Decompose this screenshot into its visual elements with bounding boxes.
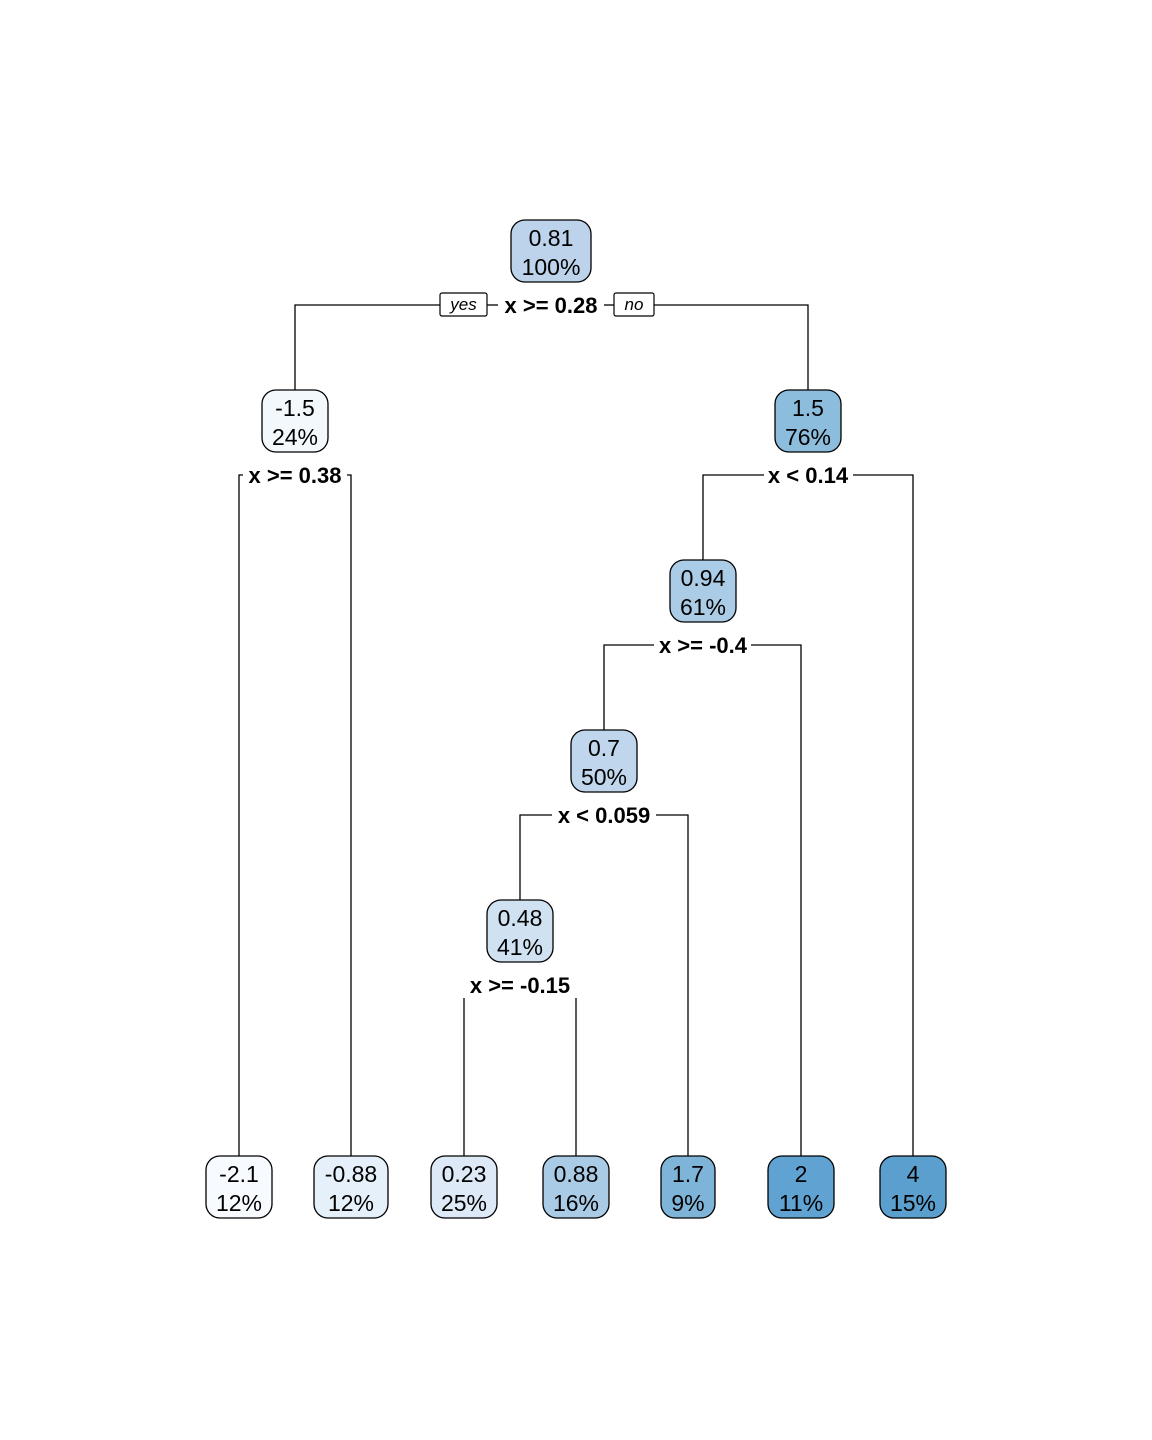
node-box bbox=[774, 389, 842, 453]
node-value: -0.88 bbox=[325, 1161, 377, 1187]
tree-node-l5: 1.79% bbox=[660, 1155, 716, 1219]
tree-edges bbox=[238, 304, 914, 1156]
node-percent: 16% bbox=[553, 1190, 599, 1216]
tree-node-n12: 0.750% bbox=[570, 729, 638, 793]
node-percent: 25% bbox=[441, 1190, 487, 1216]
node-value: -1.5 bbox=[275, 395, 315, 421]
split-rule-root: x >= 0.28 bbox=[505, 293, 598, 318]
node-percent: 11% bbox=[779, 1190, 823, 1216]
node-percent: 12% bbox=[328, 1190, 374, 1216]
tree-node-l2: -0.88 12% bbox=[313, 1155, 389, 1219]
tree-node-l3: 0.23 25% bbox=[430, 1155, 498, 1219]
no-tag: no bbox=[613, 292, 655, 317]
edge-094-to-07 bbox=[603, 644, 654, 730]
edge-root-to-right bbox=[654, 304, 809, 390]
node-value: -2.1 bbox=[219, 1161, 259, 1187]
edge-neg15-to-leaf-neg21 bbox=[238, 474, 243, 1156]
tree-node-n24: 0.48 41% bbox=[486, 899, 554, 963]
node-box bbox=[430, 1155, 498, 1219]
node-value: 1.5 bbox=[792, 395, 824, 421]
node-percent: 9% bbox=[671, 1190, 704, 1216]
edge-15-to-leaf-4 bbox=[853, 474, 914, 1156]
tree-node-l7: 415% bbox=[879, 1155, 947, 1219]
split-rule-node-094: x >= -0.4 bbox=[659, 633, 748, 658]
no-tag-label: no bbox=[625, 295, 644, 314]
edge-15-to-094 bbox=[702, 474, 764, 560]
node-box bbox=[261, 389, 329, 453]
split-rules: x >= 0.28 x >= 0.38 x < 0.14 x >= -0.4 x… bbox=[249, 293, 849, 998]
split-rule-node-neg15: x >= 0.38 bbox=[249, 463, 342, 488]
branch-tags: yes no bbox=[439, 292, 655, 317]
node-value: 2 bbox=[795, 1161, 808, 1187]
node-box bbox=[510, 219, 592, 283]
tree-node-n2: -1.5 24% bbox=[261, 389, 329, 453]
node-percent: 76% bbox=[785, 424, 831, 450]
edge-07-to-048 bbox=[519, 814, 552, 900]
node-percent: 61% bbox=[680, 594, 726, 620]
node-percent: 24% bbox=[272, 424, 318, 450]
node-value: 0.23 bbox=[442, 1161, 487, 1187]
node-percent: 50% bbox=[581, 764, 627, 790]
node-box bbox=[486, 899, 554, 963]
node-box bbox=[542, 1155, 610, 1219]
edge-07-to-leaf-17 bbox=[656, 814, 689, 1156]
tree-node-l4: 0.88 16% bbox=[542, 1155, 610, 1219]
node-box bbox=[879, 1155, 947, 1219]
tree-node-n3: 1.576% bbox=[774, 389, 842, 453]
node-box bbox=[660, 1155, 716, 1219]
node-value: 0.81 bbox=[529, 225, 574, 251]
node-box bbox=[767, 1155, 835, 1219]
node-box bbox=[669, 559, 737, 623]
node-percent: 12% bbox=[216, 1190, 262, 1216]
node-value: 0.7 bbox=[588, 735, 620, 761]
node-box bbox=[205, 1155, 273, 1219]
node-box bbox=[570, 729, 638, 793]
node-value: 0.88 bbox=[554, 1161, 599, 1187]
node-value: 1.7 bbox=[672, 1161, 704, 1187]
yes-tag-label: yes bbox=[449, 295, 477, 314]
node-value: 0.48 bbox=[498, 905, 543, 931]
edge-neg15-to-leaf-neg088 bbox=[347, 474, 352, 1156]
tree-nodes: 0.81100%-1.524%1.576%0.9461%0.750%0.4841… bbox=[205, 219, 947, 1219]
tree-node-l1: -2.1 12% bbox=[205, 1155, 273, 1219]
edge-094-to-leaf-2 bbox=[751, 644, 802, 1156]
node-percent: 100% bbox=[522, 254, 581, 280]
edge-root-to-left bbox=[294, 304, 440, 390]
node-percent: 15% bbox=[890, 1190, 936, 1216]
split-rule-node-07: x < 0.059 bbox=[558, 803, 650, 828]
tree-node-n1: 0.81 100% bbox=[510, 219, 592, 283]
split-rule-node-15: x < 0.14 bbox=[768, 463, 849, 488]
node-value: 0.94 bbox=[681, 565, 726, 591]
node-box bbox=[313, 1155, 389, 1219]
node-value: 4 bbox=[907, 1161, 920, 1187]
tree-node-n6: 0.94 61% bbox=[669, 559, 737, 623]
yes-tag: yes bbox=[439, 292, 488, 317]
node-percent: 41% bbox=[497, 934, 543, 960]
split-rule-node-048: x >= -0.15 bbox=[470, 973, 570, 998]
tree-node-l6: 211% bbox=[767, 1155, 835, 1219]
